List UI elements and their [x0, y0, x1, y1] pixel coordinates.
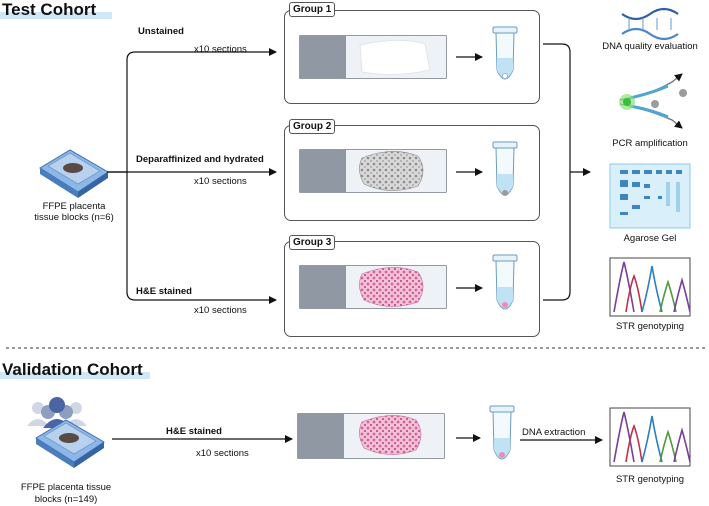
group-2-sections: x10 sections — [194, 176, 247, 187]
validation-step-label: DNA extraction — [522, 427, 586, 438]
group-2-label: Group 2 — [289, 119, 336, 134]
group-2-treatment: Deparaffinized and hydrated — [136, 154, 264, 165]
validation-block-label-line1: FFPE placenta tissue — [20, 482, 112, 493]
test-cohort-highlight — [0, 12, 112, 19]
validation-result-label: STR genotyping — [615, 474, 685, 485]
agarose-gel-icon — [609, 163, 691, 229]
group-1-sections: x10 sections — [194, 44, 247, 55]
validation-sections: x10 sections — [196, 448, 249, 459]
group-3-tube — [492, 254, 518, 310]
validation-slide — [297, 413, 445, 459]
analysis-label-dna-quality: DNA quality evaluation — [602, 41, 698, 52]
group-1-treatment: Unstained — [138, 26, 184, 37]
analysis-label-agarose-gel: Agarose Gel — [623, 233, 677, 244]
validation-cohort-highlight — [0, 372, 150, 379]
group-3-slide — [299, 265, 447, 309]
test-block-label-line2: tissue blocks (n=6) — [34, 212, 114, 223]
test-branch-lines — [107, 48, 277, 304]
group-2-slide — [299, 149, 447, 193]
group-3-label: Group 3 — [289, 235, 336, 250]
group-1-slide — [299, 35, 447, 79]
people-group-icon — [27, 397, 87, 428]
validation-ffpe-block-icon — [35, 419, 105, 468]
test-cohort-title: Test Cohort — [2, 0, 97, 19]
validation-block-label-line2: blocks (n=149) — [34, 494, 98, 505]
group-3-sections: x10 sections — [194, 305, 247, 316]
validation-str-peaks-icon — [609, 407, 691, 467]
validation-treatment: H&E stained — [166, 426, 222, 437]
group-3-treatment: H&E stained — [136, 286, 192, 297]
validation-tube — [489, 405, 515, 460]
group-2-tube — [492, 141, 518, 196]
analysis-label-str: STR genotyping — [615, 321, 685, 332]
group-1-label: Group 1 — [289, 2, 336, 17]
analysis-label-pcr: PCR amplification — [612, 138, 688, 149]
validation-cohort-title: Validation Cohort — [2, 360, 143, 379]
group-1-tube — [492, 26, 518, 80]
dna-helix-icon — [621, 7, 679, 41]
str-peaks-icon — [609, 257, 691, 317]
ffpe-block-icon — [39, 149, 109, 198]
merge-lines — [543, 43, 591, 301]
pcr-primer-icon — [619, 73, 687, 129]
test-block-label-line1: FFPE placenta — [42, 201, 106, 212]
